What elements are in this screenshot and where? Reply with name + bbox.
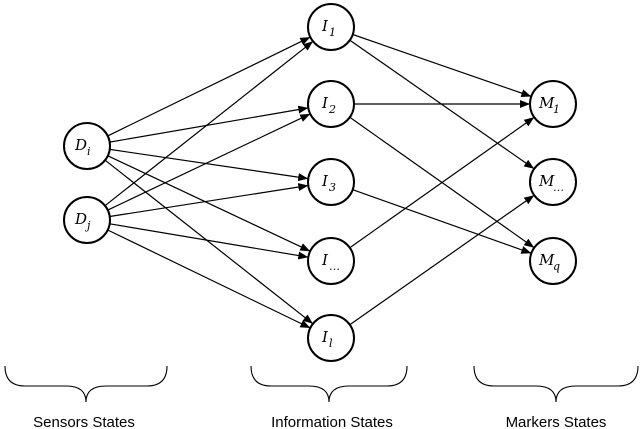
node-i-2-base: I	[321, 94, 329, 112]
node-i-l: I l	[307, 314, 355, 362]
edge-i1-to-m1	[352, 33, 532, 98]
braces	[4, 365, 639, 403]
node-i-2-sub: 2	[328, 103, 336, 116]
edge-idots-to-m1	[349, 116, 535, 249]
node-i-3-base: I	[321, 172, 329, 190]
node-m-q-sub: q	[553, 260, 560, 273]
node-i-l-base: I	[321, 328, 329, 346]
edge-dj-to-i1	[104, 40, 314, 207]
edge-di-to-idots	[107, 155, 311, 252]
edge-i3-to-mq	[352, 189, 532, 254]
node-d-j: D j	[63, 196, 111, 244]
brace-sensors	[4, 365, 168, 403]
node-d-j-base: D	[74, 210, 87, 228]
node-i-3: I 3	[307, 158, 355, 206]
edge-dj-to-il	[107, 229, 311, 329]
edge-dj-to-idots	[109, 223, 309, 260]
node-i-1-sub: 1	[329, 26, 336, 39]
label-sensors-states: Sensors States	[33, 414, 135, 429]
group-labels: Sensors States Information States Marker…	[33, 414, 606, 429]
node-d-i: D i	[63, 122, 111, 170]
node-m-1-sub: 1	[553, 103, 560, 116]
node-m-q-base: M	[538, 251, 555, 269]
edge-il-to-mdots	[349, 194, 535, 326]
node-m-q: M q	[529, 237, 577, 285]
node-i-1-base: I	[321, 17, 329, 35]
nodes: D i D j I 1 I 2 I 3 I … I	[63, 3, 577, 362]
node-d-i-base: D	[74, 136, 87, 154]
brace-markers	[473, 365, 639, 403]
node-i-dots: I …	[307, 237, 355, 285]
node-m-1-base: M	[538, 94, 555, 112]
edge-di-to-i3	[109, 148, 309, 182]
node-m-dots: M …	[529, 158, 577, 206]
node-m-dots-sub: …	[553, 181, 564, 194]
node-i-1: I 1	[307, 3, 355, 51]
edge-dj-to-i2	[107, 113, 311, 211]
node-i-dots-sub: …	[329, 260, 340, 273]
edges	[104, 33, 535, 329]
edge-di-to-il	[104, 159, 314, 325]
label-information-states: Information States	[271, 414, 393, 429]
edge-di-to-i1	[107, 36, 311, 137]
node-i-2: I 2	[307, 80, 355, 128]
node-i-3-sub: 3	[329, 181, 336, 194]
node-d-j-sub: j	[84, 219, 91, 232]
node-m-1: M 1	[529, 80, 577, 128]
brace-information	[250, 365, 408, 403]
node-i-dots-base: I	[321, 251, 329, 269]
node-i-l-sub: l	[329, 337, 333, 350]
node-m-dots-base: M	[538, 172, 555, 190]
edge-di-to-i2	[109, 105, 309, 143]
edge-dj-to-i3	[109, 183, 309, 218]
node-d-i-sub: i	[87, 145, 91, 158]
label-markers-states: Markers States	[506, 414, 607, 429]
